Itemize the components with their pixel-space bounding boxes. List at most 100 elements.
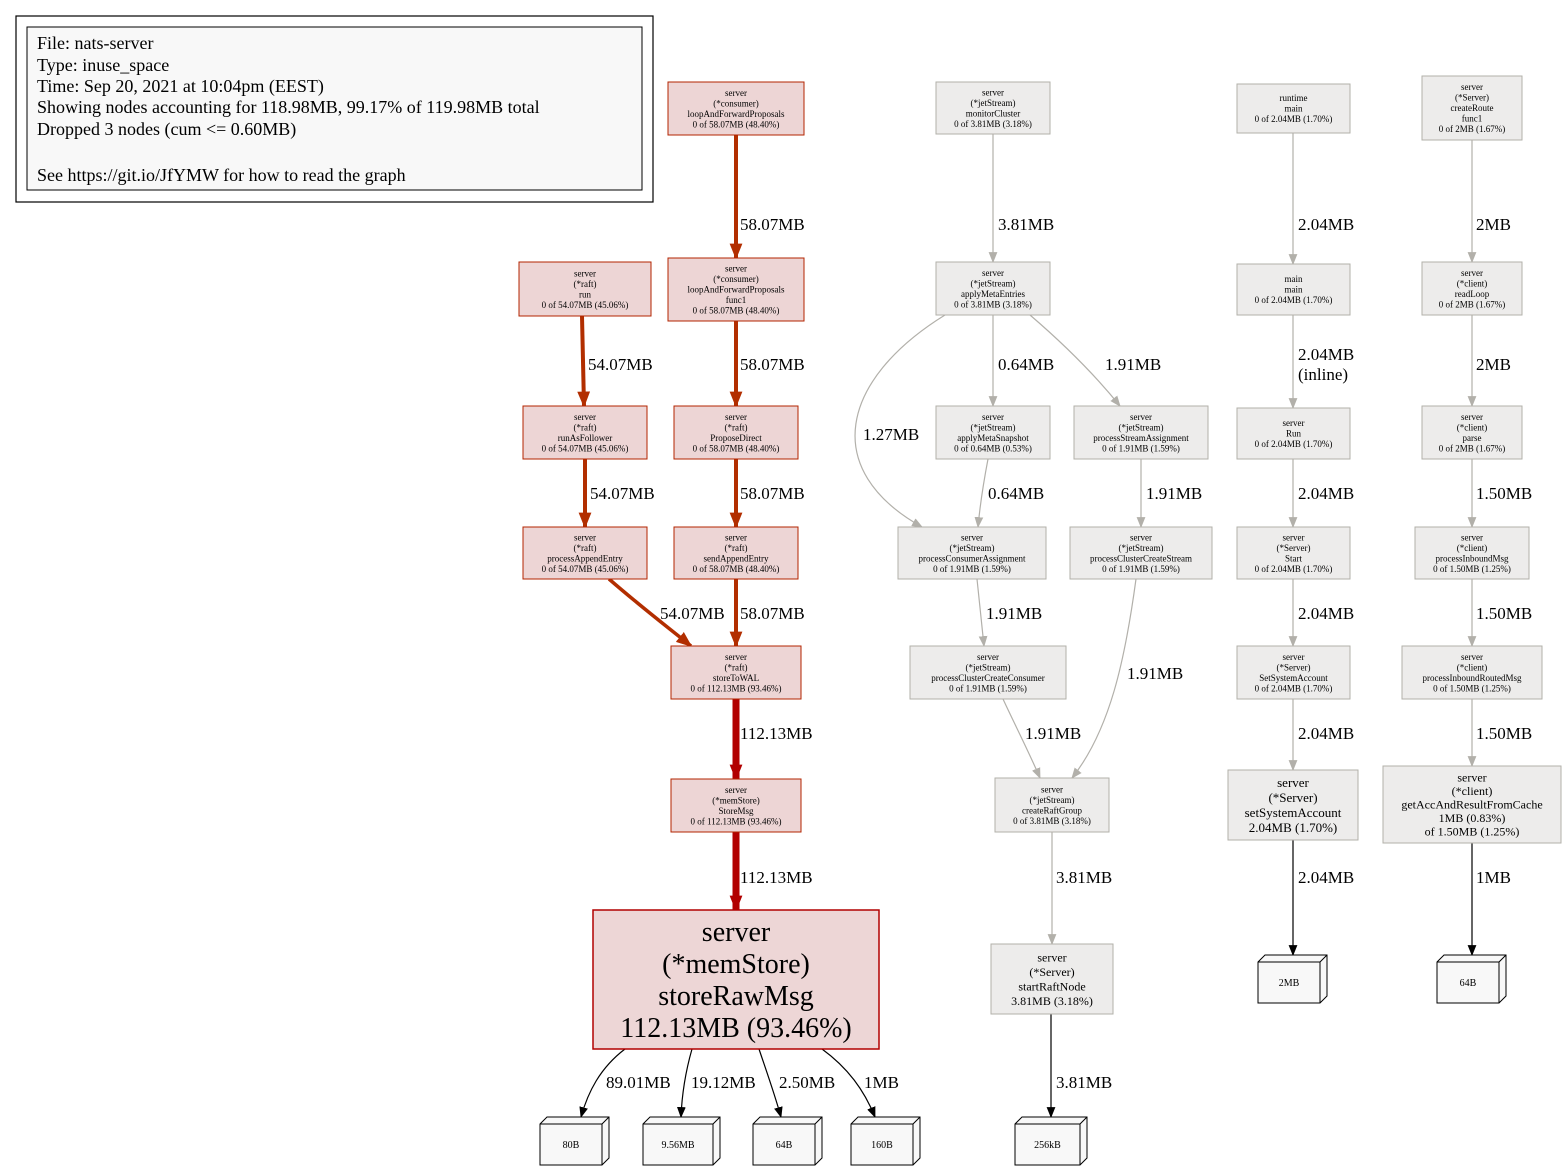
node-label-line: processStreamAssignment <box>1093 433 1189 443</box>
node-box <box>1421 75 1523 141</box>
node-label-line: server <box>1283 532 1305 542</box>
node-box <box>1073 405 1209 460</box>
node-label-line: 0 of 112.13MB (93.46%) <box>691 816 782 826</box>
edge-label: 1MB <box>864 1073 899 1092</box>
edge-setSystemAccountUpper-to-setSystemAccount: 2.04MB <box>1288 699 1354 772</box>
node-label-line: monitorCluster <box>966 108 1021 118</box>
leaf-box-shape <box>1014 1116 1088 1166</box>
legend-line: See https://git.io/JfYMW for how to read… <box>37 165 406 185</box>
node-loopAndForward: server(*consumer)loopAndForwardProposals… <box>667 81 805 136</box>
node-label-line: loopAndForwardProposals <box>688 285 785 295</box>
edge-serverStart-to-setSystemAccountUpper: 2.04MB <box>1288 579 1354 648</box>
node-label-line: 0 of 1.91MB (1.59%) <box>949 683 1027 693</box>
node-label-line: createRaftGroup <box>1022 805 1082 815</box>
leaf-box-shape <box>539 1116 610 1166</box>
node-label-line: (*jetStream) <box>971 278 1016 288</box>
edge-processInboundRoutedMsg-to-getAccAndResult: 1.50MB <box>1467 699 1532 768</box>
node-label-line: server <box>725 785 747 795</box>
node-label-line: of 1.50MB (1.25%) <box>1425 825 1520 839</box>
node-label-line: server <box>982 412 1004 422</box>
node-label-line: (*jetStream) <box>966 662 1011 672</box>
edge-label: 1.91MB <box>1146 484 1202 503</box>
node-label-line: server <box>1461 532 1483 542</box>
edge-runtimeMain-to-mainMain: 2.04MB <box>1288 133 1354 266</box>
node-label-line: server <box>702 917 771 948</box>
node-label-line: server <box>1283 418 1305 428</box>
edge-storeRawMsg-to-leaf80B: 89.01MB <box>579 1048 671 1119</box>
edge-runAsFollower-to-processAppendEntry: 54.07MB <box>578 459 655 529</box>
legend-line: Type: inuse_space <box>37 55 169 75</box>
edge-processAppendEntry-to-storeToWAL: 54.07MB <box>607 577 725 648</box>
node-box <box>1414 526 1530 580</box>
edge-storeRawMsg-to-leaf160B: 1MB <box>821 1048 899 1119</box>
edge-label: 1.50MB <box>1476 484 1532 503</box>
node-label-line: (*memStore) <box>712 795 760 805</box>
node-label-line: 112.13MB (93.46%) <box>620 1013 852 1044</box>
node-leaf2MB: 2MB <box>1257 954 1328 1004</box>
node-box <box>670 778 802 833</box>
node-processInboundRoutedMsg: server(*client)processInboundRoutedMsg0 … <box>1401 645 1543 700</box>
node-label-line: run <box>579 289 591 299</box>
node-label-line: (*consumer) <box>713 274 758 284</box>
edge-label: 3.81MB <box>1056 1073 1112 1092</box>
node-processConsumerAssignment: server(*jetStream)processConsumerAssignm… <box>897 526 1047 580</box>
nodes-layer: server (*consumer)loopAndForwardProposals… <box>518 75 1562 1166</box>
node-leaf160B: 160B <box>850 1116 921 1166</box>
edge-createRouteFunc1-to-readLoop: 2MB <box>1467 140 1511 264</box>
node-box <box>897 526 1047 580</box>
node-label-line: 0 of 2.04MB (1.70%) <box>1255 439 1333 449</box>
leaf-box-shape <box>642 1116 721 1166</box>
edge-label: 0.64MB <box>988 484 1044 503</box>
node-box <box>990 943 1114 1015</box>
edge-line <box>976 578 988 648</box>
node-label-line: processAppendEntry <box>547 553 623 563</box>
edge-label: 54.07MB <box>590 484 655 503</box>
node-label-line: processInboundRoutedMsg <box>1423 673 1522 683</box>
node-label-line: 0 of 2MB (1.67%) <box>1439 443 1506 453</box>
node-box <box>935 81 1051 135</box>
edge-label: 1.50MB <box>1476 604 1532 623</box>
leaf-label: 2MB <box>1279 978 1300 989</box>
node-box <box>935 261 1051 316</box>
edge-line <box>677 1048 693 1119</box>
edge-label: 2.04MB <box>1298 345 1354 364</box>
node-box <box>673 526 799 580</box>
node-box <box>667 81 805 136</box>
edge-label: 112.13MB <box>740 868 813 887</box>
edge-label: 58.07MB <box>740 484 805 503</box>
edge-label: 1.50MB <box>1476 724 1532 743</box>
node-label-line: (*client) <box>1457 278 1488 288</box>
node-label-line: server <box>574 532 596 542</box>
edge-serverRun-to-serverStart: 2.04MB <box>1288 459 1354 529</box>
node-box <box>909 645 1067 700</box>
node-label-line: 0 of 1.50MB (1.25%) <box>1433 564 1511 574</box>
node-label-line: (*raft) <box>725 662 748 672</box>
node-box <box>1236 83 1351 134</box>
node-box <box>592 909 880 1050</box>
node-label-line: (*Server) <box>1029 965 1074 979</box>
edge-proposeDirect-to-sendAppendEntry: 58.07MB <box>729 459 805 529</box>
node-box <box>522 405 648 460</box>
edge-label: 1.91MB <box>1105 355 1161 374</box>
node-box <box>1069 526 1213 580</box>
edge-processClusterCreateStream-to-createRaftGroup: 1.91MB <box>1071 578 1183 779</box>
edge-mainMain-to-serverRun: 2.04MB(inline) <box>1288 315 1354 410</box>
node-label-line: 0 of 0.64MB (0.53%) <box>954 443 1032 453</box>
node-label-line: 0 of 58.07MB (48.40%) <box>693 119 780 129</box>
node-label-line: server <box>1283 652 1305 662</box>
node-label-line: server <box>1277 775 1309 790</box>
node-label-line: server <box>1457 771 1486 785</box>
node-label-line: (*client) <box>1457 543 1488 553</box>
node-label-line: StoreMsg <box>718 806 754 816</box>
node-processStreamAssignment: server(*jetStream)processStreamAssignmen… <box>1073 405 1209 460</box>
node-label-line: Run <box>1286 429 1302 439</box>
node-box <box>670 645 802 700</box>
